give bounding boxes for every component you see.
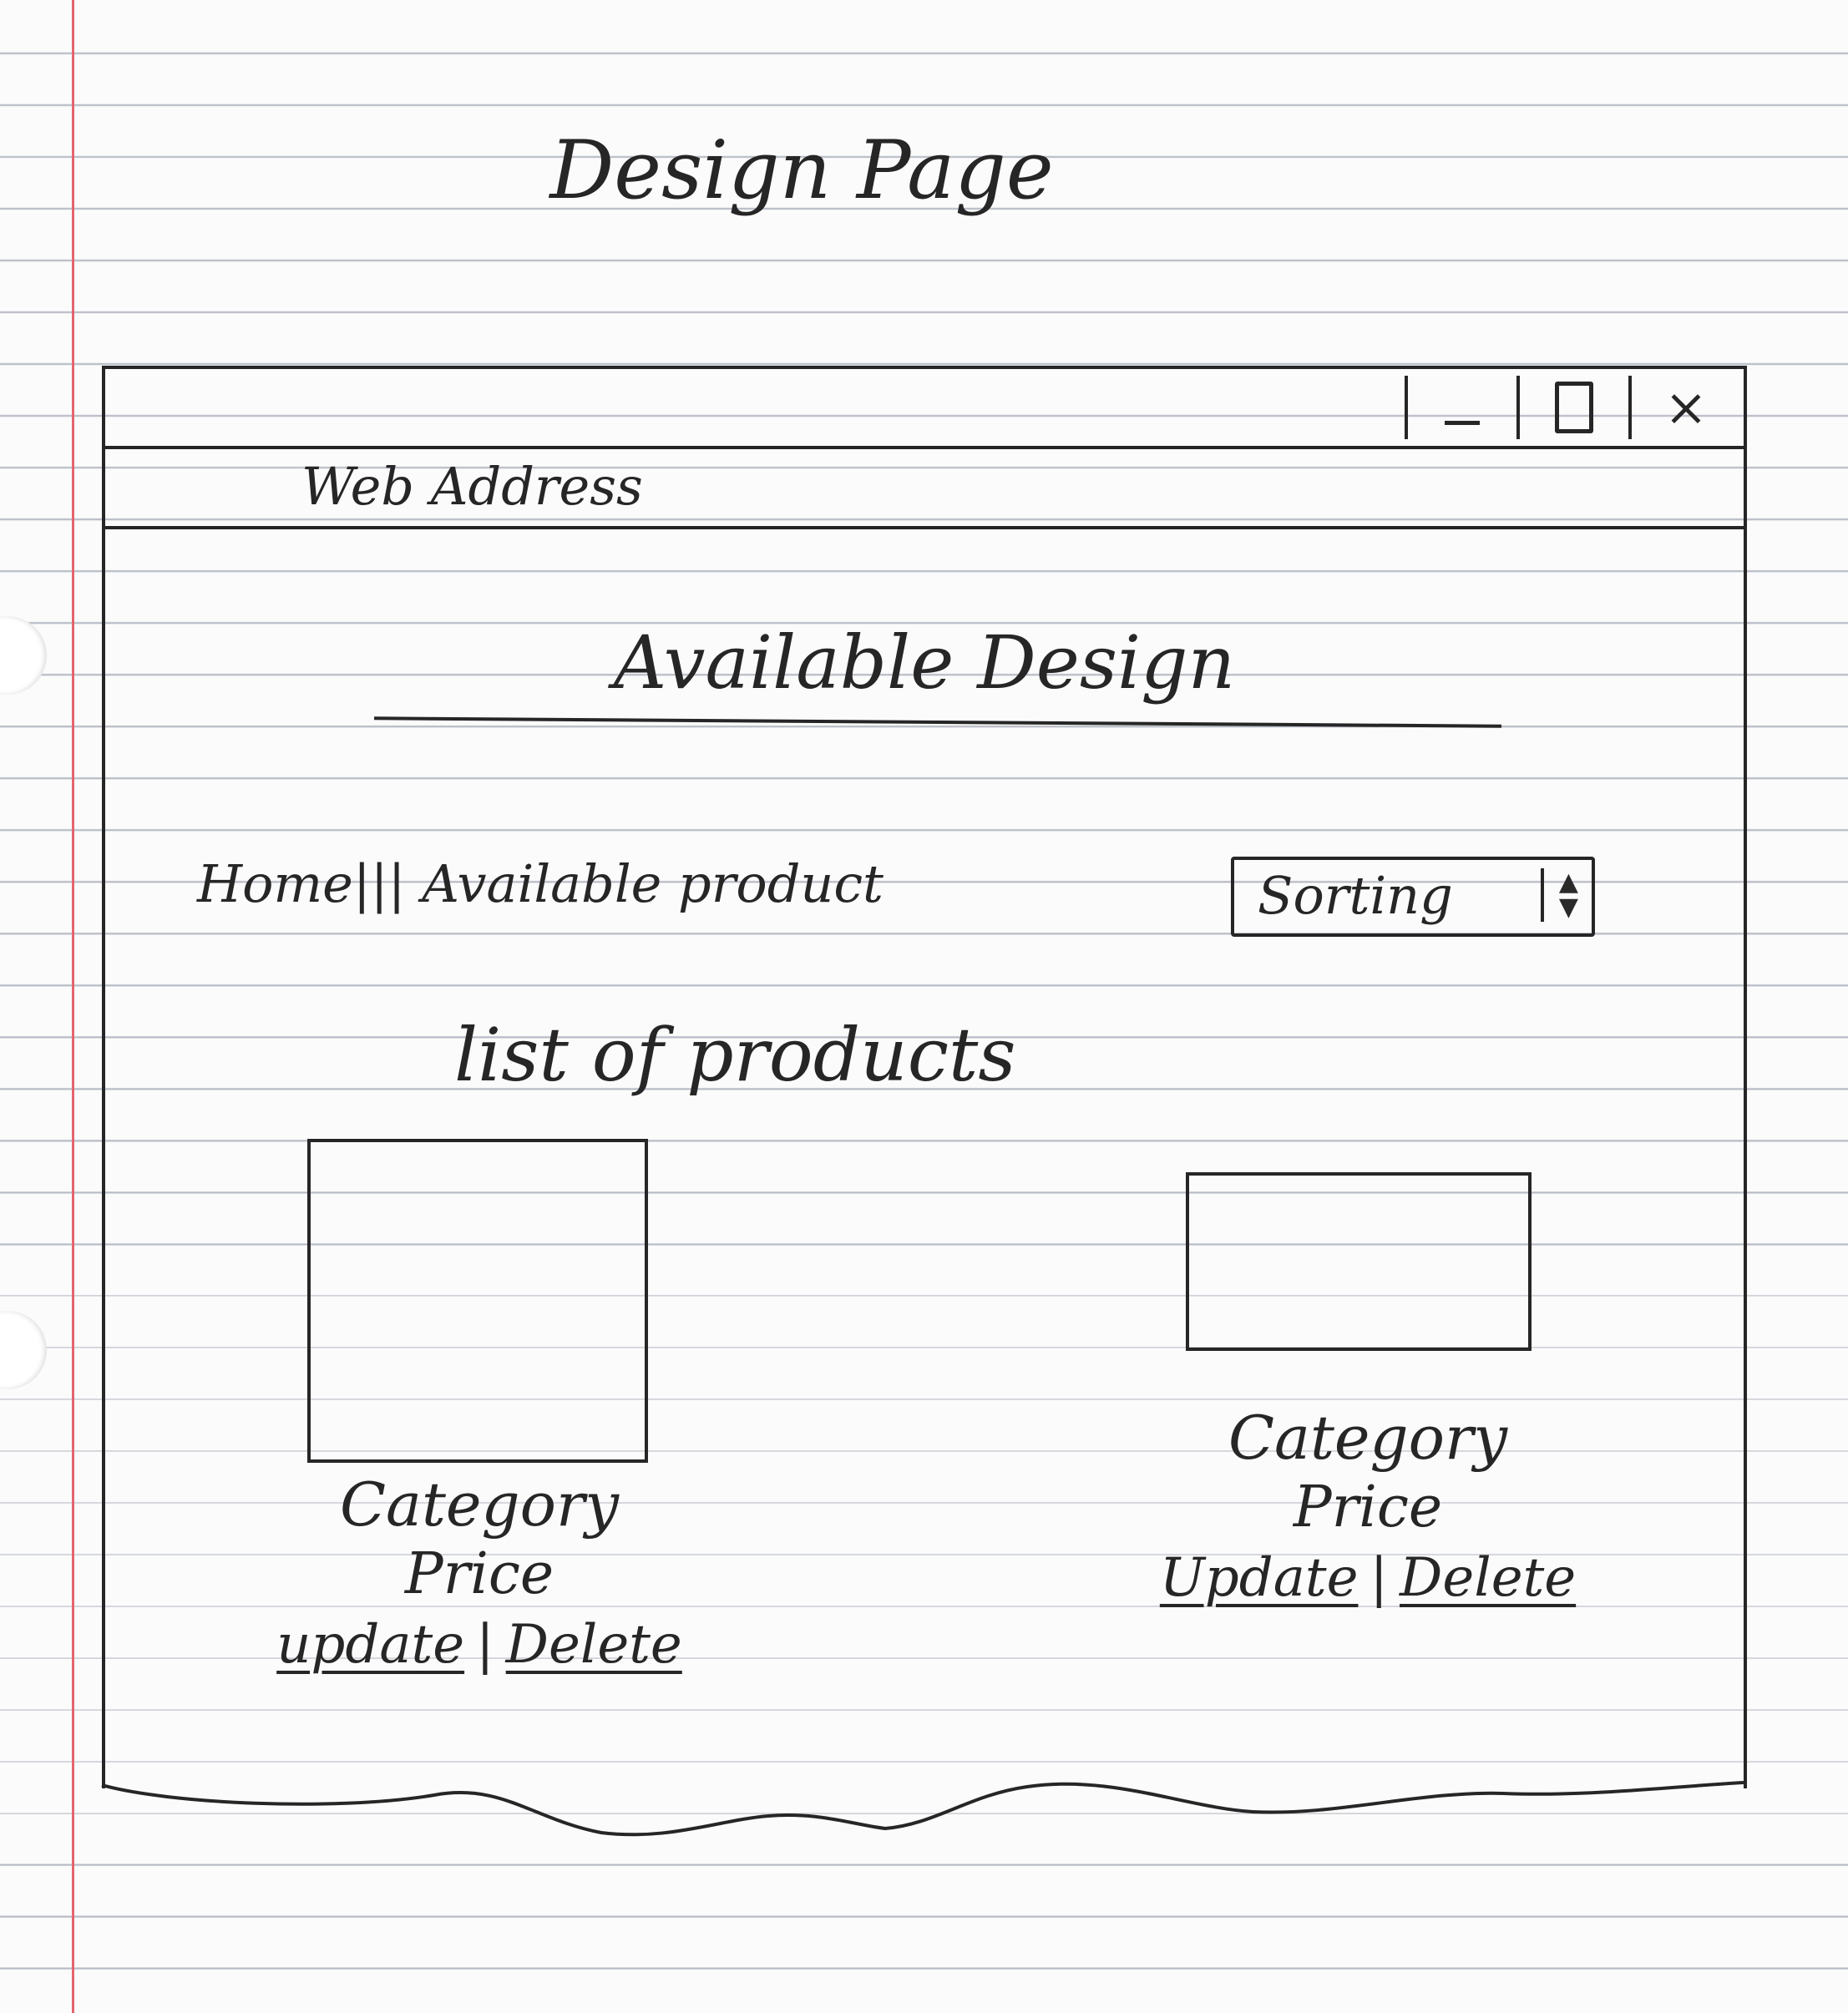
maximize-icon <box>1555 382 1593 433</box>
address-bar-text: Web Address <box>301 456 643 517</box>
page-title: Design Page <box>549 124 1054 217</box>
product-actions: Update|Delete <box>1117 1547 1618 1609</box>
product-price: Price <box>404 1541 554 1607</box>
sort-down-icon: ▼ <box>1558 893 1578 922</box>
content-title: Available Design <box>613 620 1236 706</box>
window-titlebar: × <box>105 369 1744 449</box>
address-bar[interactable]: Web Address <box>105 449 1744 529</box>
title-underline <box>374 716 1501 728</box>
product-image-placeholder[interactable] <box>1186 1172 1532 1351</box>
punch-hole <box>0 616 47 695</box>
update-link[interactable]: Update <box>1159 1547 1359 1609</box>
close-icon: × <box>1664 377 1708 437</box>
product-actions: update|Delete <box>229 1614 730 1676</box>
delete-link[interactable]: Delete <box>505 1614 682 1676</box>
window-controls: × <box>1405 376 1740 439</box>
section-heading: list of products <box>454 1012 1016 1098</box>
delete-link[interactable]: Delete <box>1400 1547 1577 1609</box>
sorting-dropdown[interactable]: Sorting ▲ ▼ <box>1231 857 1595 937</box>
update-link[interactable]: update <box>276 1614 465 1676</box>
minimize-icon <box>1445 391 1480 425</box>
sort-up-icon: ▲ <box>1558 867 1578 897</box>
breadcrumb[interactable]: Home||| Available product <box>197 853 883 914</box>
sort-arrows-icon: ▲ ▼ <box>1540 867 1578 922</box>
product-category: Category <box>1228 1403 1508 1473</box>
punch-hole <box>0 1311 47 1389</box>
close-button[interactable]: × <box>1628 376 1740 439</box>
product-card: Category Price Update|Delete <box>1117 1403 1618 1609</box>
action-separator: | <box>476 1614 494 1676</box>
product-card: Category Price update|Delete <box>229 1469 730 1676</box>
minimize-button[interactable] <box>1405 376 1516 439</box>
product-category: Category <box>339 1469 620 1540</box>
notebook-margin-line <box>72 0 74 2013</box>
sorting-label: Sorting <box>1258 865 1453 926</box>
browser-window: × Web Address Available Design Home||| A… <box>102 366 1747 1788</box>
maximize-button[interactable] <box>1516 376 1628 439</box>
action-separator: | <box>1370 1547 1389 1609</box>
product-price: Price <box>1293 1474 1443 1540</box>
product-image-placeholder[interactable] <box>307 1139 648 1463</box>
torn-page-edge <box>101 1781 1744 1837</box>
